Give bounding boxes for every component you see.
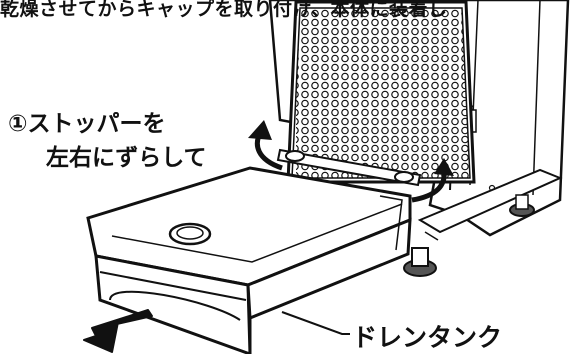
curved-arrow-left-icon: [248, 120, 283, 171]
step-instruction-line1: ①ストッパーを: [8, 111, 166, 137]
drain-tank-label: ドレンタンク: [352, 323, 503, 352]
adjuster-feet: [403, 194, 535, 277]
right-hinge-pin: [394, 171, 414, 183]
filter-grille-panel: [286, 0, 476, 184]
stopper-bar: [276, 148, 422, 187]
top-caption: 乾燥させてからキャップを取り付け、本体に装着し: [0, 0, 448, 20]
drain-tank: [86, 166, 412, 357]
tank-leader-line: [281, 311, 350, 335]
step-instruction-line2: 左右にずらして: [46, 145, 207, 171]
curved-arrow-right-icon: [411, 158, 454, 203]
left-hinge-pin: [285, 150, 305, 162]
pull-out-arrow-icon: [83, 309, 153, 353]
